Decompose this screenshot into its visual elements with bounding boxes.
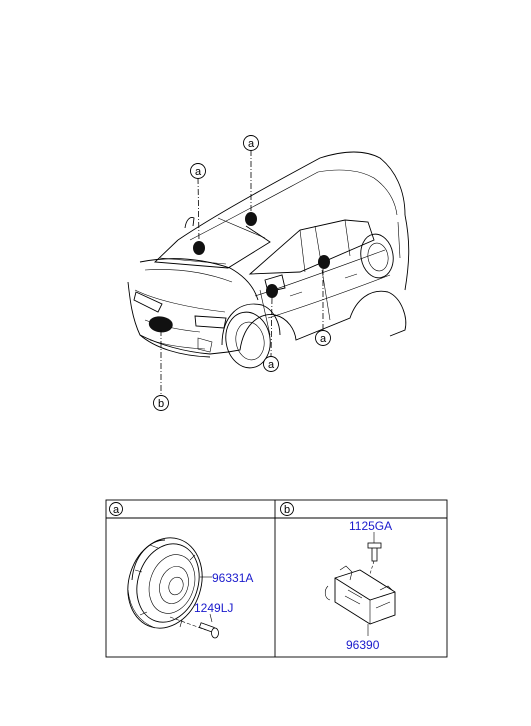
part-number-1249LJ: 1249LJ [194,601,233,615]
svg-text:a: a [113,504,120,516]
table-header-a: a [109,502,123,516]
callout-a-door: a [315,330,331,346]
part-number-96390: 96390 [346,638,380,652]
screw-drawing [169,616,219,639]
svg-text:a: a [248,138,255,150]
svg-text:b: b [158,398,164,410]
table-header-b: b [280,502,294,516]
svg-text:a: a [195,166,202,178]
speaker-drawing [127,537,203,629]
part-number-1125GA: 1125GA [349,519,392,533]
svg-text:a: a [268,359,275,371]
bolt-drawing [367,542,382,575]
parts-table: a b 96331A 1249LJ [105,499,448,658]
car-illustration [127,150,410,395]
dash-speaker-marker [193,241,205,255]
rear-door-speaker-marker [318,255,330,269]
part-number-96331A: 96331A [212,571,253,585]
svg-text:b: b [284,504,290,516]
callout-a-left: a [190,163,206,179]
callout-a-top: a [243,135,259,151]
callout-a-mirror: a [263,356,279,372]
svg-text:a: a [320,333,327,345]
roof-speaker-marker [245,212,257,226]
callout-b-front: b [153,395,169,411]
front-amp-marker [148,316,173,333]
front-door-speaker-marker [266,284,278,298]
amplifier-drawing [324,565,396,625]
